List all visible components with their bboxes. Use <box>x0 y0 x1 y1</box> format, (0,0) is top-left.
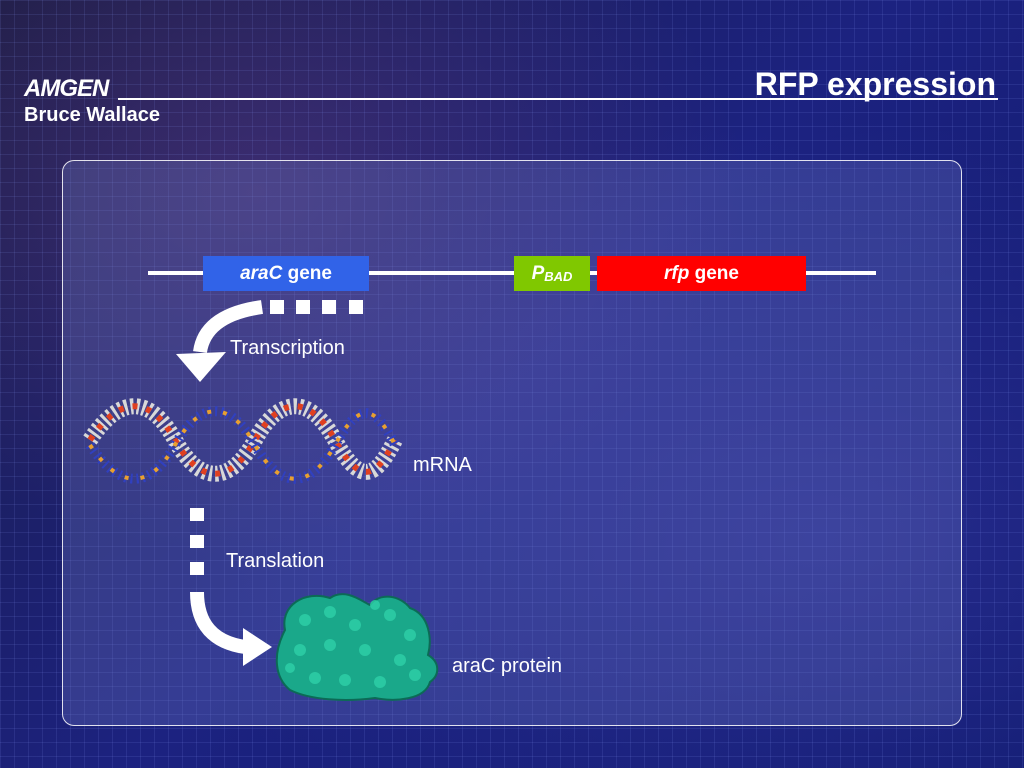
header-divider <box>118 98 998 100</box>
author-name: Bruce Wallace <box>24 104 160 126</box>
translation-arrow <box>190 591 247 654</box>
transcription-arrowhead <box>176 352 226 382</box>
arac-gene-suffix: gene <box>282 262 332 284</box>
rfp-gene-name: rfp <box>664 262 690 284</box>
mrna-molecule <box>83 398 403 484</box>
protein-molecule <box>275 593 439 701</box>
rfp-gene-box: rfp gene <box>597 256 806 291</box>
transcription-arrow <box>193 300 264 354</box>
slide-title: RFP expression <box>754 66 996 102</box>
protein-label: araC protein <box>452 655 563 677</box>
pbad-subscript: BAD <box>544 269 573 284</box>
rfp-gene-suffix: gene <box>689 262 739 284</box>
translation-dots <box>190 508 204 575</box>
translation-arrowhead <box>243 628 272 666</box>
transcription-dots <box>270 300 363 314</box>
amgen-logo: AMGEN <box>24 75 109 102</box>
mrna-label: mRNA <box>413 454 472 476</box>
translation-label: Translation <box>226 550 325 572</box>
arac-gene-box: araC gene <box>203 256 369 291</box>
pbad-main: P <box>531 262 545 284</box>
transcription-label: Transcription <box>230 337 345 359</box>
arac-gene-name: araC <box>240 262 283 284</box>
dna-backbone <box>148 271 876 275</box>
